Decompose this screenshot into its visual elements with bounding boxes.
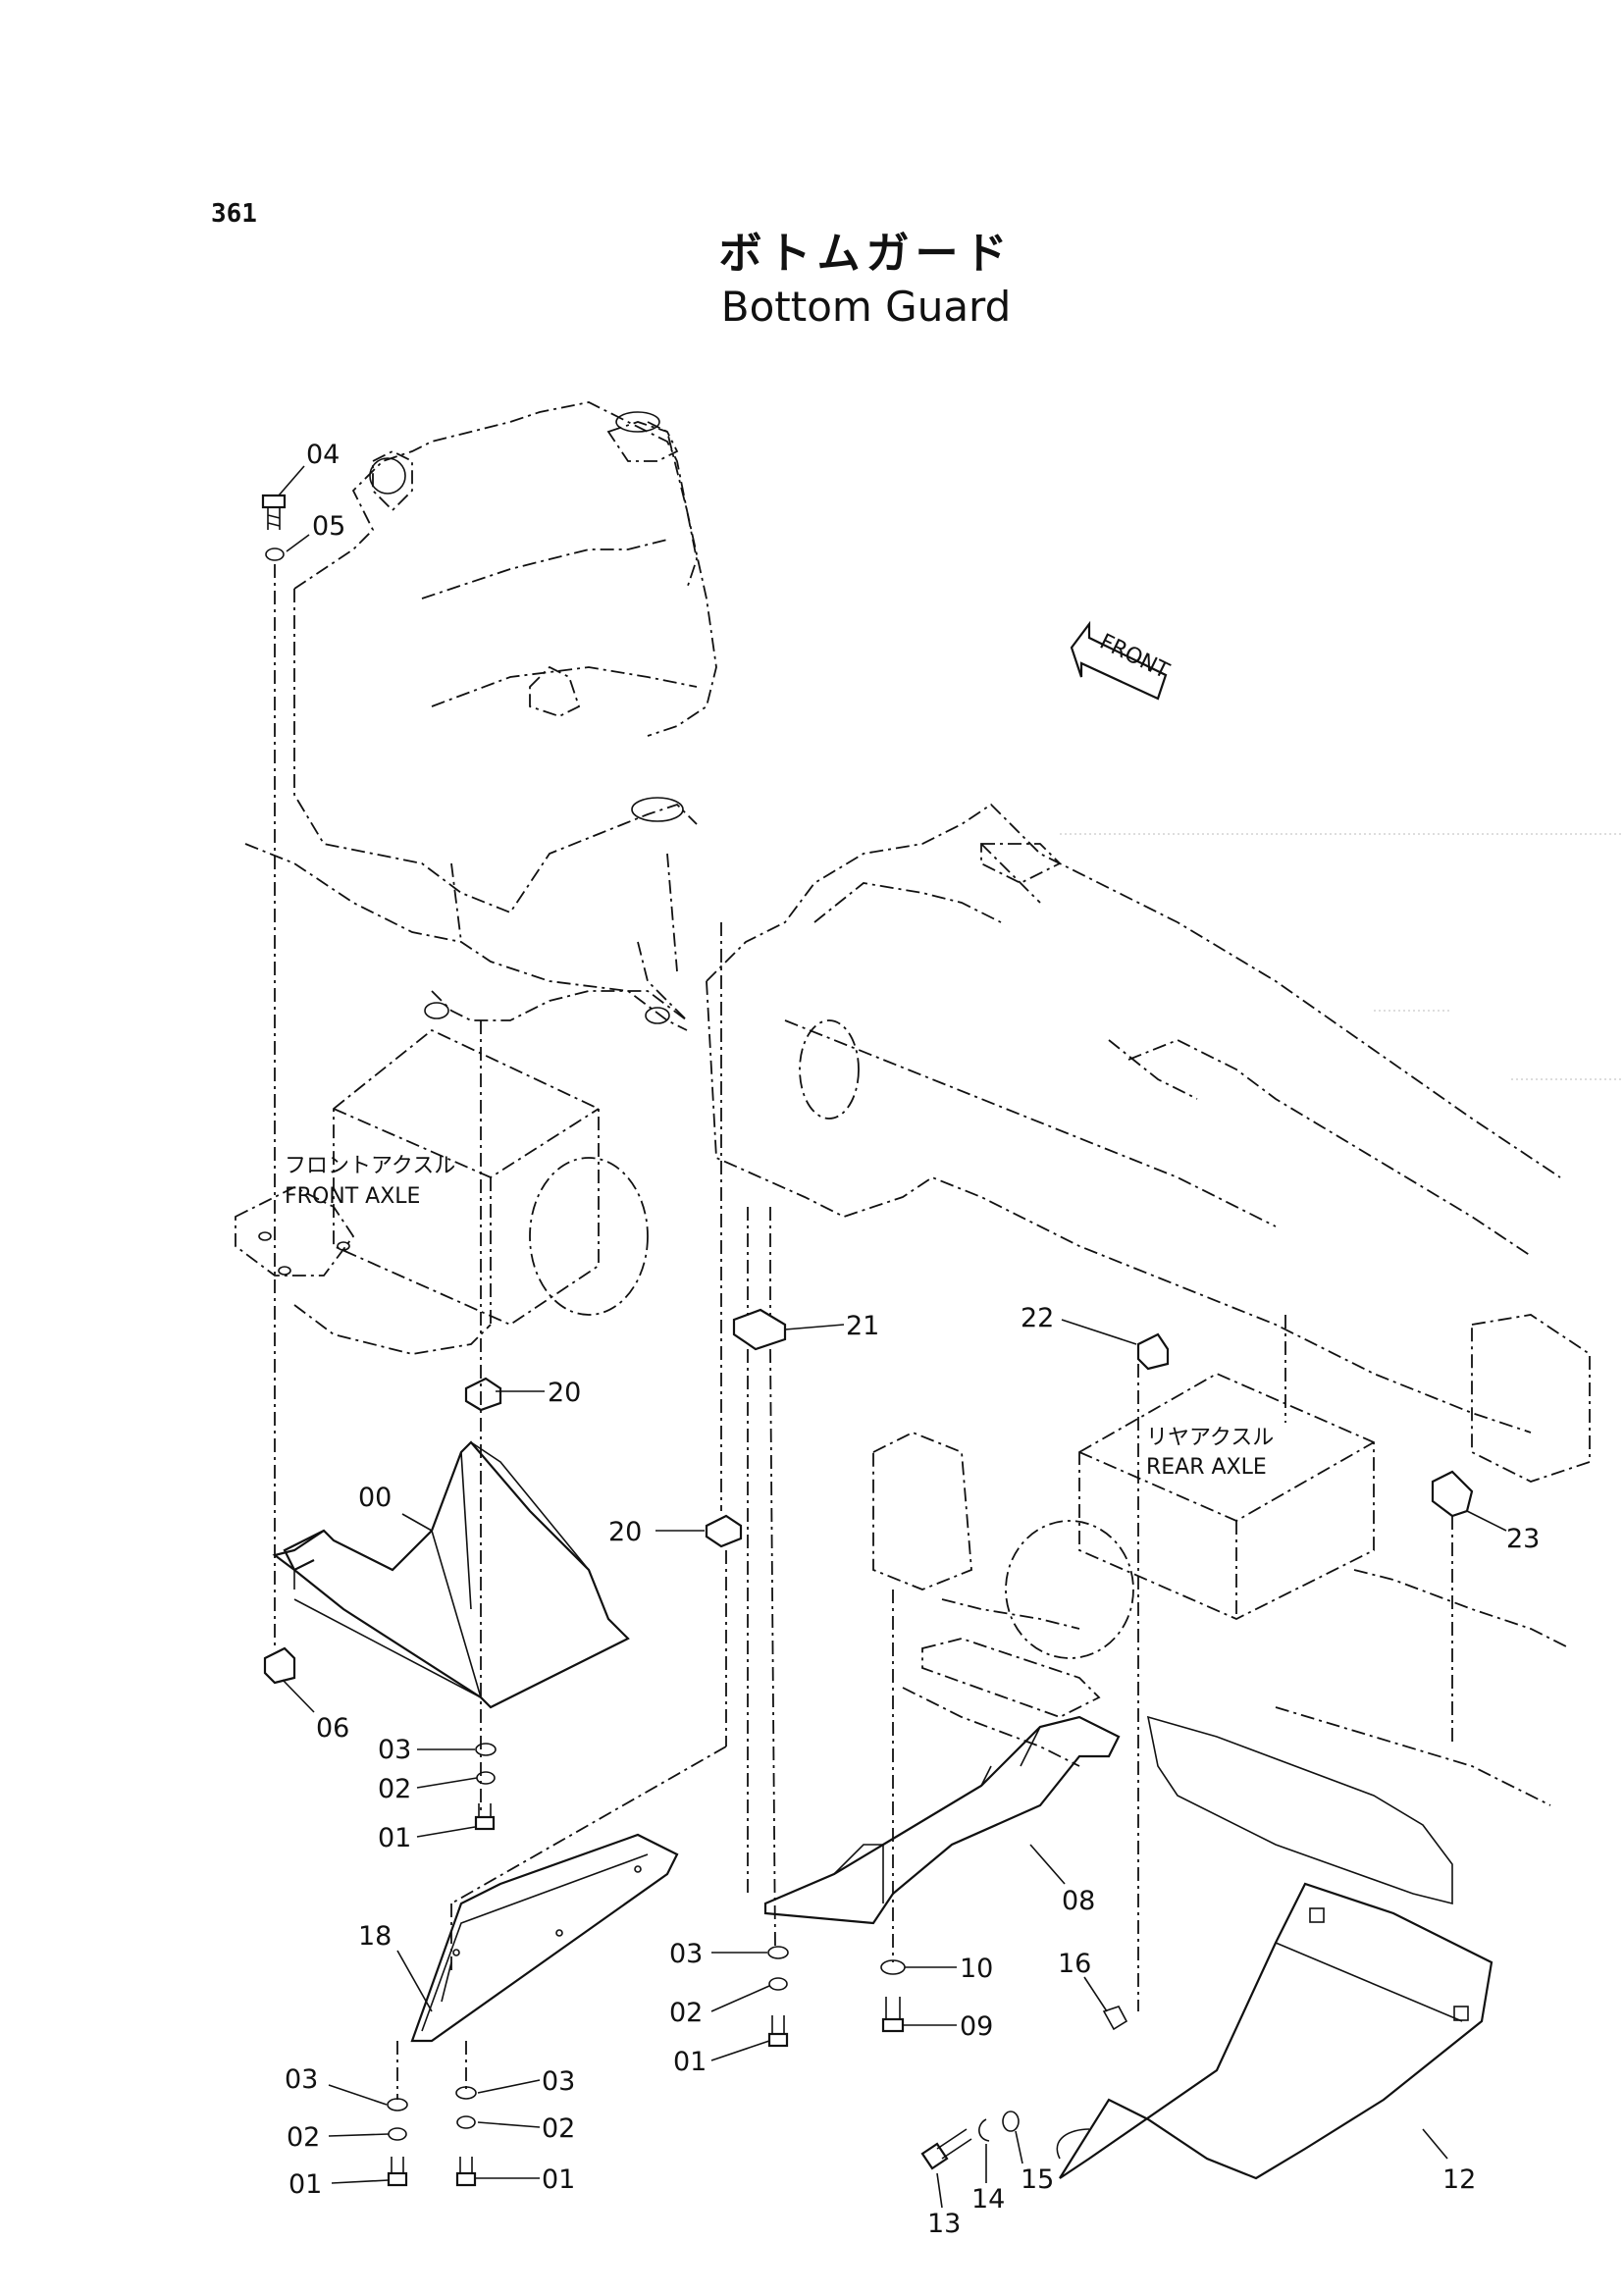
callout-06: 06: [316, 1713, 349, 1744]
front-axle-label-en: FRONT AXLE: [285, 1184, 420, 1209]
callout-12: 12: [1442, 2164, 1476, 2195]
callout-01b: 01: [673, 2047, 707, 2077]
callout-08: 08: [1062, 1886, 1095, 1916]
callout-03a: 03: [378, 1735, 411, 1765]
title-english: Bottom Guard: [720, 283, 1012, 331]
part-08-guard-plate: [763, 1715, 1121, 1925]
rear-axle-label-en: REAR AXLE: [1146, 1455, 1267, 1480]
callouts: 04 05 00 06 20 20 21 22 23 03 02 01 18 0…: [278, 440, 1540, 2239]
callout-20a: 20: [548, 1378, 581, 1408]
callout-03d: 03: [542, 2066, 575, 2097]
front-axle-label-jp: フロントアクスル: [285, 1154, 455, 1178]
hardware: [261, 494, 1474, 2187]
callout-00: 00: [358, 1483, 392, 1513]
rear-axle-assembly: リヤアクスル REAR AXLE: [872, 1372, 1571, 1905]
callout-02c: 02: [287, 2122, 320, 2153]
title-japanese: ボトムガード: [718, 229, 1014, 279]
callout-18: 18: [358, 1921, 392, 1952]
rear-axle-label-jp: リヤアクスル: [1146, 1426, 1274, 1450]
callout-02b: 02: [669, 1998, 703, 2028]
callout-02a: 02: [378, 1774, 411, 1804]
callout-04: 04: [306, 440, 340, 470]
callout-01d: 01: [542, 2164, 575, 2195]
front-bracket-assembly: [244, 401, 717, 1031]
front-axle-assembly: フロントアクスル FRONT AXLE: [235, 1028, 649, 1355]
callout-01c: 01: [288, 2169, 322, 2200]
callout-13: 13: [927, 2209, 961, 2239]
part-00-front-guard: [272, 1440, 630, 1709]
callout-01a: 01: [378, 1823, 411, 1853]
front-direction-arrow: FRONT: [1070, 620, 1174, 701]
callout-20b: 20: [608, 1517, 642, 1547]
main-frame: [706, 803, 1624, 1483]
callout-22: 22: [1021, 1303, 1054, 1333]
assembly-lines: [274, 564, 1453, 2100]
part-12-rear-guard: [1056, 1882, 1493, 2180]
callout-03c: 03: [285, 2064, 318, 2095]
callout-15: 15: [1021, 2164, 1054, 2195]
callout-02d: 02: [542, 2113, 575, 2144]
callout-14: 14: [971, 2184, 1005, 2215]
callout-16: 16: [1058, 1949, 1091, 1979]
callout-09: 09: [960, 2011, 993, 2042]
callout-05: 05: [312, 511, 345, 542]
callout-21: 21: [846, 1311, 879, 1341]
callout-23: 23: [1506, 1524, 1540, 1554]
callout-03b: 03: [669, 1939, 703, 1969]
callout-10: 10: [960, 1954, 993, 1984]
page-number: 361: [211, 199, 257, 229]
part-18-guard-plate: [410, 1833, 679, 2043]
